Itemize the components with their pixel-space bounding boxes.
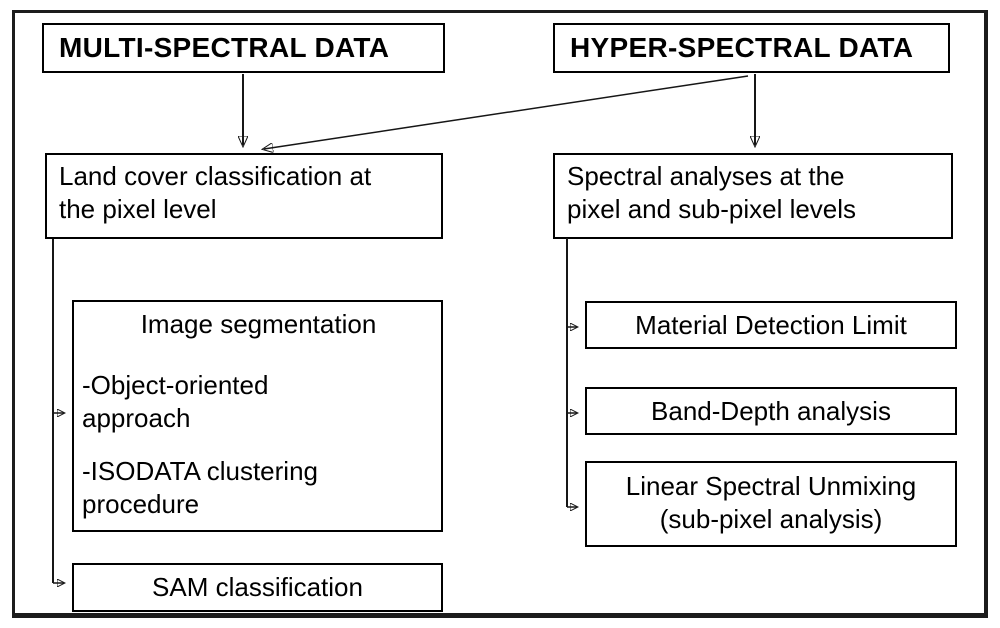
image-segmentation-title: Image segmentation <box>140 309 377 339</box>
band-depth-analysis-label: Band-Depth analysis <box>651 396 891 426</box>
box-band-depth-analysis: Band-Depth analysis <box>585 387 957 435</box>
land-cover-line2: the pixel level <box>59 194 217 224</box>
box-linear-spectral-unmixing: Linear Spectral Unmixing (sub-pixel anal… <box>585 461 957 547</box>
box-sam-classification: SAM classification <box>72 563 443 612</box>
unmixing-line2: (sub-pixel analysis) <box>659 504 883 534</box>
segmentation-item2-line1: -ISODATA clustering <box>82 456 318 486</box>
unmixing-line1: Linear Spectral Unmixing <box>625 471 917 501</box>
box-material-detection-limit: Material Detection Limit <box>585 301 957 349</box>
spectral-analyses-line2: pixel and sub-pixel levels <box>567 194 857 224</box>
hyper-spectral-label: HYPER-SPECTRAL DATA <box>570 32 914 63</box>
box-image-segmentation: Image segmentation -Object-oriented appr… <box>72 300 443 532</box>
segmentation-item-object-oriented: -Object-oriented approach <box>82 369 435 435</box>
sam-classification-label: SAM classification <box>152 572 363 602</box>
segmentation-item1-line1: -Object-oriented <box>82 370 269 400</box>
box-hyper-spectral-data: HYPER-SPECTRAL DATA <box>553 23 950 73</box>
spectral-analyses-line1: Spectral analyses at the <box>567 161 845 191</box>
material-detection-limit-label: Material Detection Limit <box>635 310 907 340</box>
box-land-cover-classification: Land cover classification at the pixel l… <box>45 153 443 239</box>
multi-spectral-label: MULTI-SPECTRAL DATA <box>59 32 390 63</box>
box-spectral-analyses: Spectral analyses at the pixel and sub-p… <box>553 153 953 239</box>
segmentation-item1-line2: approach <box>82 403 191 433</box>
box-multi-spectral-data: MULTI-SPECTRAL DATA <box>42 23 445 73</box>
segmentation-item-isodata: -ISODATA clustering procedure <box>82 455 435 521</box>
land-cover-line1: Land cover classification at <box>59 161 372 191</box>
segmentation-item2-line2: procedure <box>82 489 200 519</box>
